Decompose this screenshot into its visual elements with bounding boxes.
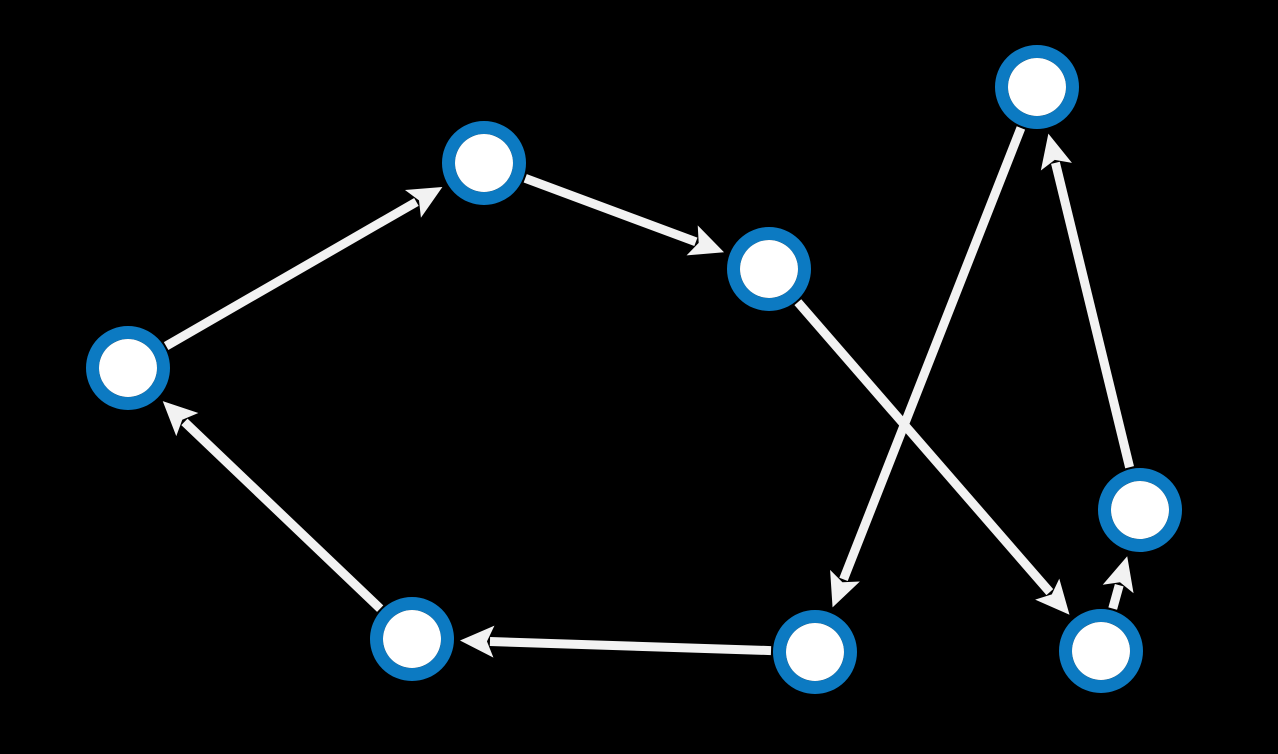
node-top-right[interactable] — [995, 45, 1079, 129]
node-ring — [370, 597, 454, 681]
edge-line — [489, 637, 772, 656]
edge-right-mid-to-top-right[interactable] — [1040, 133, 1134, 469]
arrowhead-icon — [1040, 133, 1072, 171]
node-ring — [1098, 468, 1182, 552]
edge-bottom-right-to-right-mid[interactable] — [1102, 556, 1134, 610]
node-ring — [1059, 609, 1143, 693]
node-top-left-mid[interactable] — [442, 121, 526, 205]
node-bottom-center[interactable] — [773, 610, 857, 694]
arrowhead-icon — [459, 625, 495, 658]
node-bottom-left[interactable] — [370, 597, 454, 681]
node-ring — [773, 610, 857, 694]
edge-line — [1108, 583, 1124, 610]
node-ring — [442, 121, 526, 205]
arrowhead-icon — [1102, 556, 1134, 594]
node-fill — [383, 610, 441, 668]
edge-line — [1051, 161, 1134, 469]
edge-line — [523, 174, 698, 247]
node-fill — [1072, 622, 1130, 680]
edge-bottom-left-to-left[interactable] — [162, 401, 384, 612]
node-layer — [86, 45, 1182, 694]
edge-line — [794, 299, 1054, 596]
edge-top-right-to-bottom-center[interactable] — [830, 126, 1026, 608]
node-ring — [995, 45, 1079, 129]
edge-line — [163, 198, 419, 350]
node-fill — [740, 240, 798, 298]
node-fill — [1111, 481, 1169, 539]
node-left[interactable] — [86, 326, 170, 410]
node-bottom-right[interactable] — [1059, 609, 1143, 693]
node-fill — [786, 623, 844, 681]
arrowhead-icon — [830, 569, 860, 608]
edge-top-mid-to-bottom-right[interactable] — [794, 299, 1070, 615]
node-ring — [727, 227, 811, 311]
node-top-mid[interactable] — [727, 227, 811, 311]
edge-bottom-center-to-bottom-left[interactable] — [459, 625, 772, 658]
edge-line — [181, 418, 384, 612]
arrowhead-icon — [162, 401, 199, 437]
node-right-mid[interactable] — [1098, 468, 1182, 552]
arrowhead-icon — [686, 225, 725, 256]
arrowhead-icon — [1035, 578, 1070, 615]
edge-layer — [162, 126, 1134, 658]
node-fill — [99, 339, 157, 397]
edge-left-to-top-left-mid[interactable] — [163, 186, 443, 350]
node-ring — [86, 326, 170, 410]
edge-top-left-mid-to-top-mid[interactable] — [523, 174, 725, 256]
arrowhead-icon — [404, 186, 443, 218]
edge-line — [839, 126, 1026, 582]
node-fill — [1008, 58, 1066, 116]
node-fill — [455, 134, 513, 192]
